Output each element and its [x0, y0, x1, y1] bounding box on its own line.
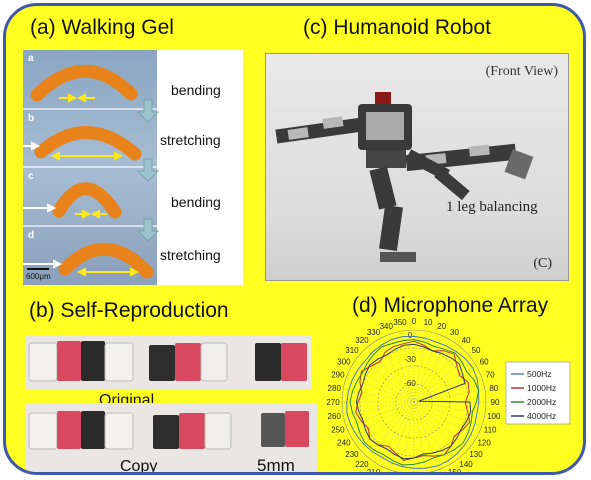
angle-tick-140: 140: [459, 460, 473, 469]
state-label-1: bending: [171, 82, 221, 98]
legend-box: [505, 361, 571, 425]
angle-tick-60: 60: [480, 358, 489, 367]
state-label-3: bending: [171, 194, 221, 210]
frame-letter-a: a: [28, 53, 34, 64]
angle-tick-80: 80: [489, 384, 498, 393]
frame-letter-c: c: [28, 171, 34, 182]
panel-b-title: (b) Self-Reproduction: [29, 299, 229, 322]
angle-tick-90: 90: [491, 398, 500, 407]
polar-spoke-210: [377, 401, 415, 465]
copy-set-3: [261, 411, 309, 447]
angle-tick-40: 40: [462, 336, 471, 345]
sequence-arrows: [136, 99, 160, 242]
angle-tick-300: 300: [337, 358, 351, 367]
walking-gel-panel: a b c d bending stretching bending stret…: [23, 50, 243, 285]
state-label-2: stretching: [160, 132, 221, 148]
legend-label-1000Hz: 1000Hz: [527, 383, 556, 393]
angle-tick-210: 210: [367, 468, 381, 475]
angle-tick-310: 310: [345, 346, 359, 355]
angle-tick-0: 0: [412, 317, 417, 326]
panel-c-title: (c) Humanoid Robot: [303, 16, 491, 39]
angle-tick-120: 120: [477, 439, 491, 448]
legend-label-500Hz: 500Hz: [527, 369, 552, 379]
angle-tick-330: 330: [367, 328, 381, 337]
angle-tick-30: 30: [450, 328, 459, 337]
polar-legend: 500Hz 1000Hz 2000Hz 4000Hz: [505, 361, 571, 425]
humanoid-robot-panel: (Front View) 1 leg balancing (C): [265, 53, 569, 281]
polar-spoke-60: [413, 365, 477, 403]
radial-tick-1: -30: [404, 355, 416, 364]
angle-tick-260: 260: [328, 412, 342, 421]
angle-tick-100: 100: [487, 412, 501, 421]
frame-letter-d: d: [28, 230, 35, 241]
angle-tick-340: 340: [380, 322, 394, 331]
angle-tick-280: 280: [328, 384, 342, 393]
walking-gel-frames: [23, 64, 160, 279]
angle-tick-10: 10: [424, 318, 433, 327]
radial-tick-0: 0: [408, 331, 413, 340]
angle-tick-250: 250: [331, 426, 345, 435]
legend-label-4000Hz: 4000Hz: [527, 411, 556, 421]
figure-frame: (a) Walking Gel: [3, 3, 586, 475]
angle-tick-200: 200: [380, 474, 394, 475]
original-strip: [25, 335, 312, 390]
original-set-1: [28, 341, 134, 382]
angle-tick-240: 240: [337, 439, 351, 448]
frame-letter-b: b: [28, 113, 35, 124]
panel-d-title: (d) Microphone Array: [352, 294, 549, 317]
copy-strip: [25, 403, 317, 472]
gel-arch-1: [30, 64, 138, 102]
polar-grid-ring-3: [341, 329, 487, 472]
gel-scale-label: 600μm: [26, 272, 51, 281]
copy-scale-label: 5mm: [257, 456, 295, 475]
angle-tick-220: 220: [355, 460, 369, 469]
panel-a-title: (a) Walking Gel: [30, 16, 174, 39]
angle-tick-290: 290: [331, 370, 345, 379]
gel-arch-2: [34, 126, 142, 161]
angle-tick-150: 150: [448, 468, 462, 475]
copy-set-2: [153, 412, 232, 450]
series-line-4000Hz: [355, 343, 472, 460]
front-view-label: (Front View): [485, 64, 558, 79]
angle-tick-20: 20: [437, 322, 446, 331]
force-arrows: [50, 93, 140, 277]
angle-tick-270: 270: [326, 398, 340, 407]
angle-tick-350: 350: [393, 318, 407, 327]
series-line-500Hz: [346, 335, 480, 469]
polar-spoke-150: [413, 401, 451, 465]
polar-spoke-120: [413, 401, 477, 439]
angle-tick-160: 160: [435, 474, 449, 475]
corner-label: (C): [533, 256, 552, 271]
legend-label-2000Hz: 2000Hz: [527, 397, 556, 407]
copy-label: Copy: [120, 458, 158, 475]
gel-arch-3: [52, 182, 122, 219]
angle-tick-70: 70: [486, 370, 495, 379]
original-set-3: [255, 343, 307, 381]
humanoid-robot-photo: [275, 92, 534, 262]
state-label-4: stretching: [160, 247, 221, 263]
original-modules: [28, 341, 307, 382]
series-line-2000Hz: [349, 339, 480, 466]
angle-tick-50: 50: [472, 346, 481, 355]
angle-tick-230: 230: [345, 450, 359, 459]
angle-tick-320: 320: [355, 336, 369, 345]
copy-set-1: [28, 411, 134, 450]
angle-tick-130: 130: [469, 450, 483, 459]
white-arrows: [23, 141, 63, 269]
original-set-2: [149, 342, 228, 382]
gel-arch-4: [58, 242, 154, 279]
angle-tick-110: 110: [484, 426, 497, 435]
radial-tick-2: -60: [404, 379, 416, 388]
copy-modules: [28, 411, 309, 450]
robot-caption: 1 leg balancing: [446, 199, 538, 215]
